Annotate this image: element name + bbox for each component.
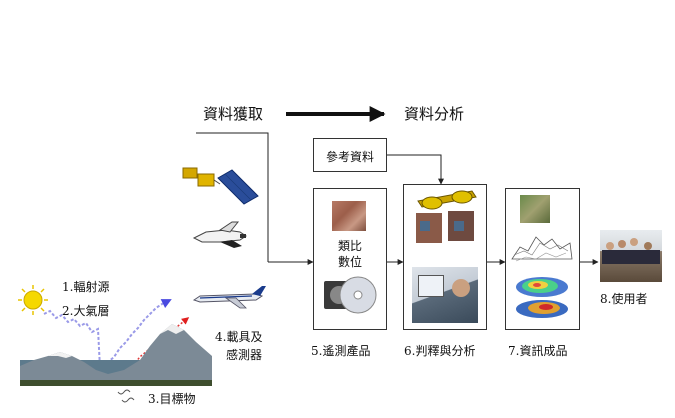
terrain-photo-image xyxy=(520,195,550,223)
information-products-label: 7.資訊成品 xyxy=(508,344,568,358)
interpretation-analysis-label: 6.判釋與分析 xyxy=(404,344,476,358)
radiation-source-label: 1.輻射源 xyxy=(62,280,110,294)
contour-surface-icon xyxy=(516,277,568,318)
platform-sensor-label-2: 感測器 xyxy=(226,348,263,362)
airplane-icon xyxy=(192,286,266,309)
analysis-header: 資料分析 xyxy=(404,105,465,123)
remote-sensing-products-label: 5.遙測產品 xyxy=(311,344,371,358)
reference-connector xyxy=(385,154,444,185)
atmosphere-label: 2.大氣層 xyxy=(62,304,110,318)
incoming-radiation-path xyxy=(43,309,101,369)
users-meeting-image xyxy=(600,230,662,282)
reference-data-label: 參考資料 xyxy=(325,150,374,164)
aerial-photo-image xyxy=(332,201,366,231)
landscape-image xyxy=(20,324,212,386)
target-marks xyxy=(117,389,135,403)
analog-label: 類比 xyxy=(337,239,362,253)
information-products-box xyxy=(505,188,580,330)
space-shuttle-icon xyxy=(192,221,247,248)
monitor-icon xyxy=(418,275,444,297)
target-label: 3.目標物 xyxy=(148,392,196,406)
satellite-icon xyxy=(182,167,259,205)
reflected-radiation-path xyxy=(99,299,172,371)
acquisition-bracket xyxy=(196,132,269,262)
digital-label: 數位 xyxy=(337,255,362,269)
reference-data-box: 參考資料 xyxy=(313,138,387,172)
analyst-head-icon xyxy=(452,279,470,297)
stereo-viewer-icon xyxy=(416,190,477,243)
disk-media-icon xyxy=(324,276,377,314)
3d-mesh-icon xyxy=(511,236,573,262)
platform-sensor-label-1: 4.載具及 xyxy=(215,330,263,344)
analyst-workstation-image xyxy=(412,267,478,323)
sun-icon xyxy=(18,285,48,315)
acquisition-header: 資料獲取 xyxy=(203,105,264,123)
interpretation-analysis-box xyxy=(403,184,487,330)
users-label: 8.使用者 xyxy=(600,292,648,306)
remote-sensing-products-box: 類比 數位 xyxy=(313,188,387,330)
